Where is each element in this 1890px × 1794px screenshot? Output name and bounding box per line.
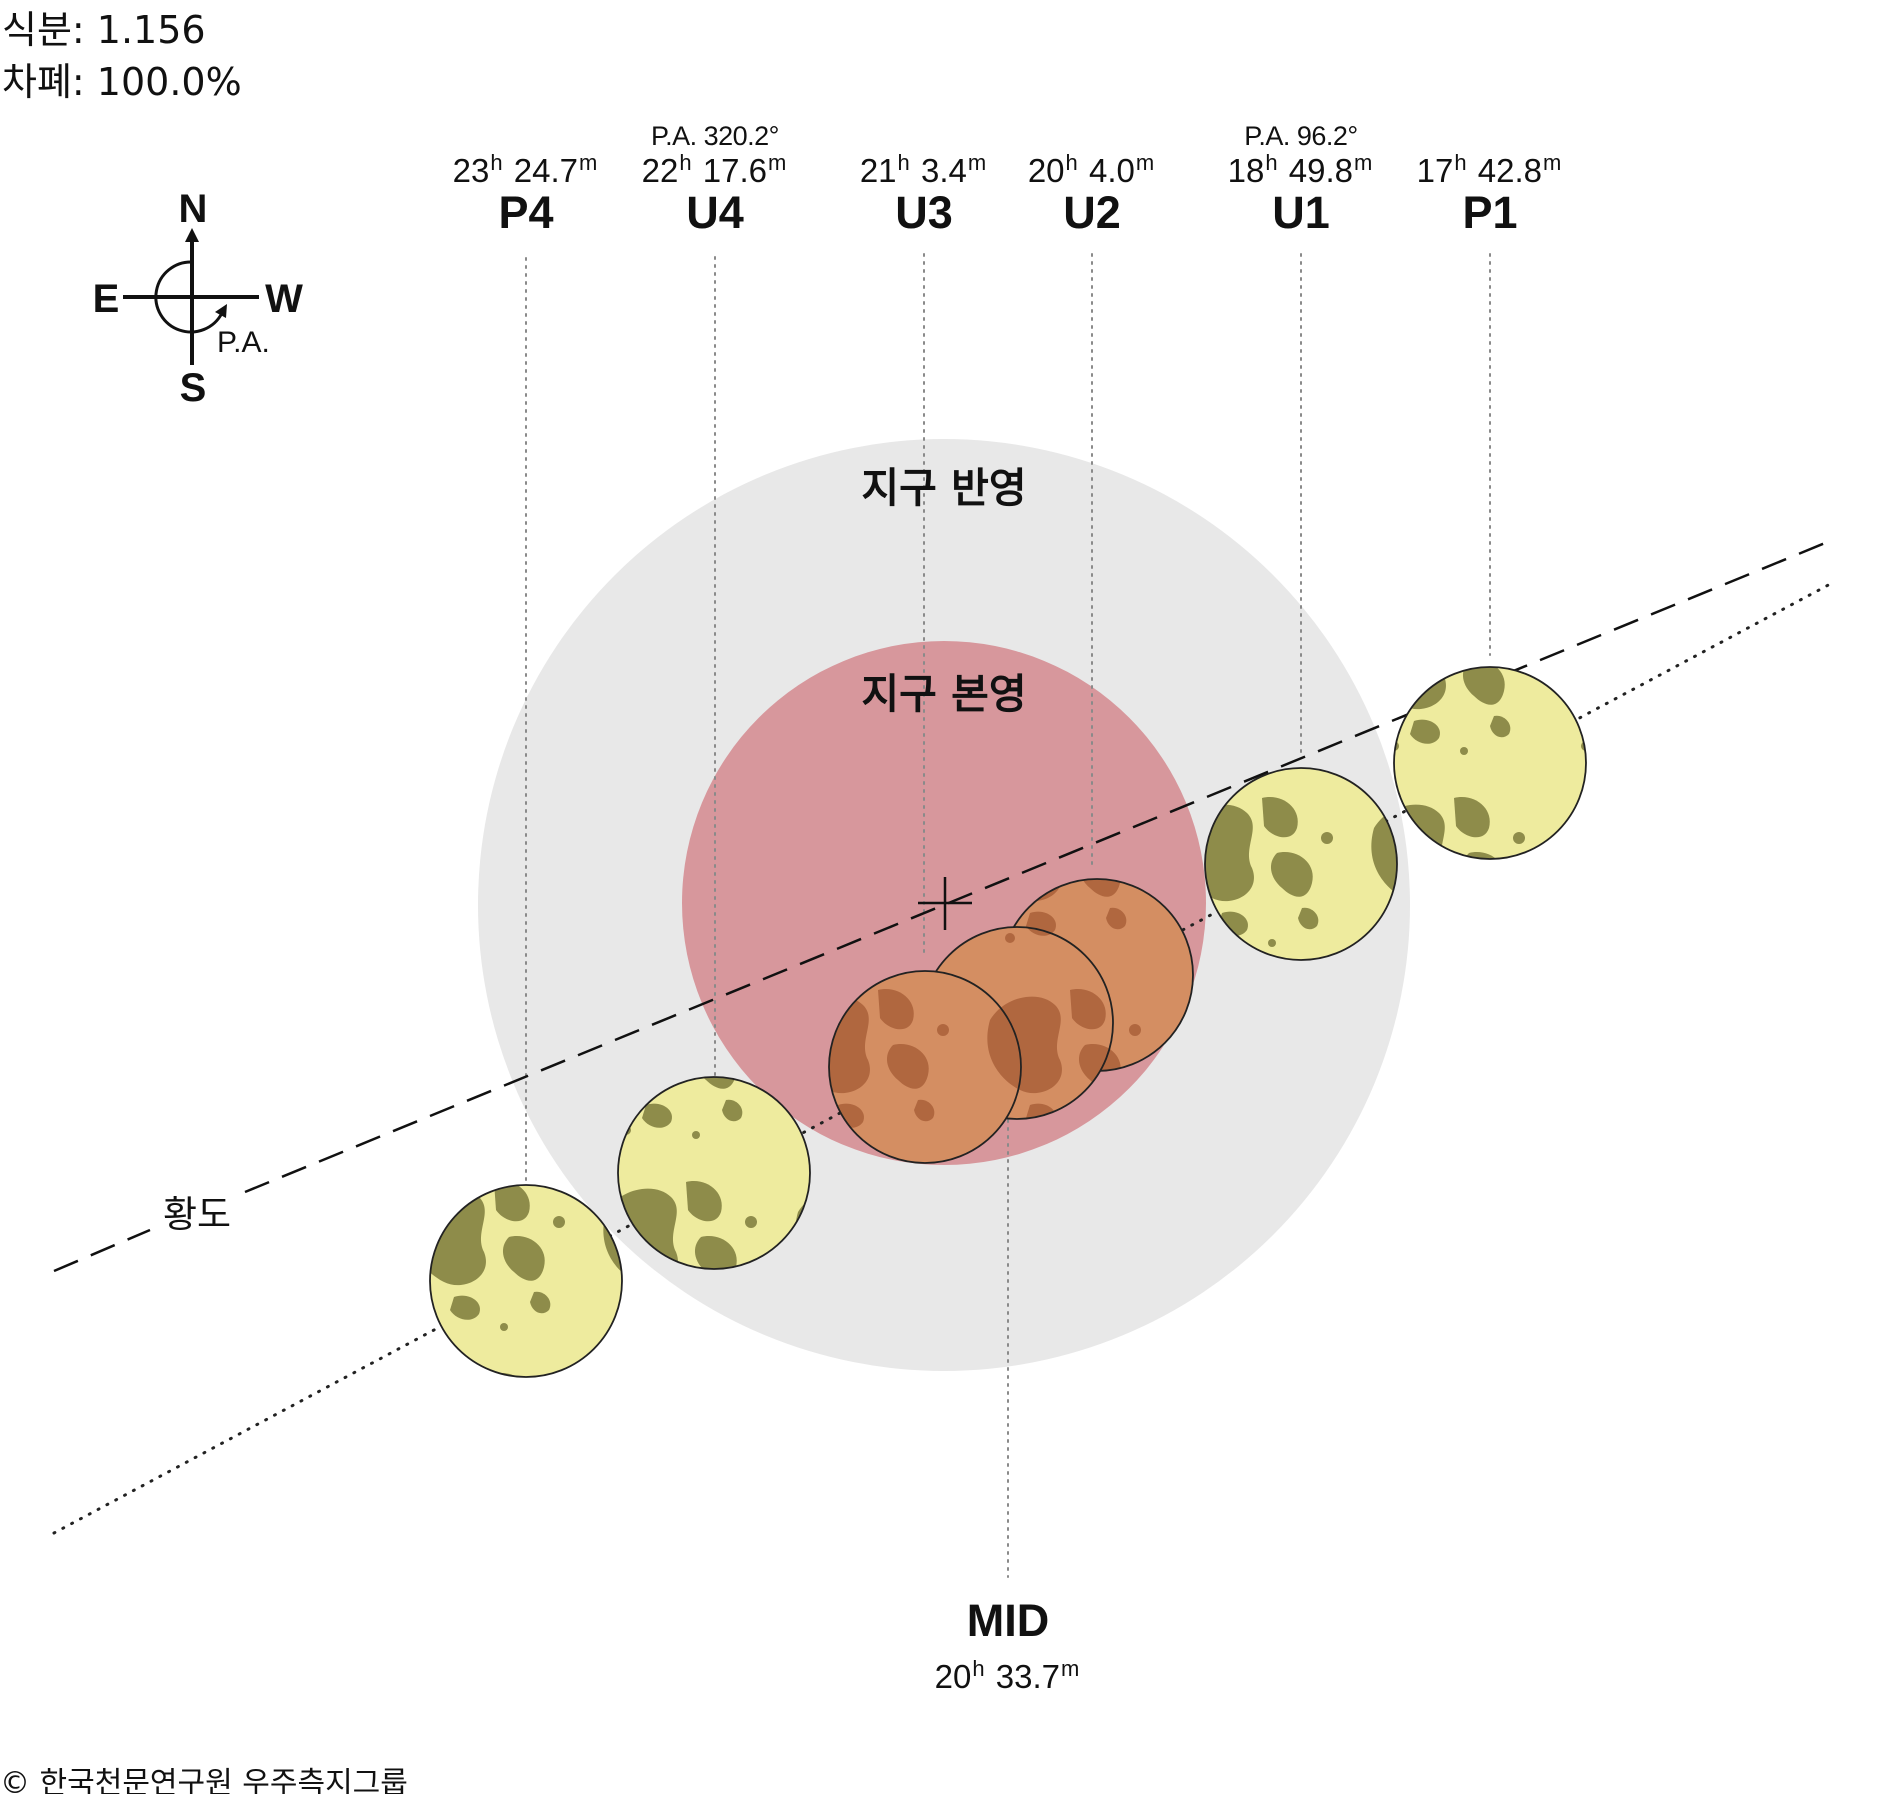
compass-icon (123, 228, 259, 365)
position-angle: P.A. 320.2° (651, 121, 779, 151)
contact-time: 17h 42.8m (1416, 150, 1562, 189)
moon-positions (429, 666, 1587, 1378)
contact-guide-lines (525, 253, 1491, 1578)
moon-u3 (828, 970, 1022, 1164)
contact-code: U2 (1063, 187, 1121, 238)
position-angle: P.A. 96.2° (1244, 121, 1358, 151)
contact-code: U4 (686, 187, 744, 238)
compass-pa-label: P.A. (217, 326, 270, 359)
ecliptic-label: 황도 (162, 1193, 232, 1236)
contact-time: 20h 33.7m (934, 1656, 1080, 1695)
magnitude-text: 식분: 1.156 (2, 8, 206, 52)
shadow-center-cross (918, 877, 972, 930)
contact-label-u1: P.A. 96.2° 18h 49.8m U1 (1228, 120, 1375, 236)
contact-label-p1: 17h 42.8m P1 (1417, 120, 1564, 236)
copyright-text: © 한국천문연구원 우주측지그룹 (0, 1766, 408, 1794)
moon-p1 (1393, 666, 1587, 860)
contact-code: MID (966, 1595, 1050, 1646)
compass-south-label: S (179, 366, 207, 410)
compass-west-label: W (265, 277, 303, 321)
contact-label-u4: P.A. 320.2° 22h 17.6m U4 (642, 120, 789, 236)
ecliptic-line (244, 539, 1831, 1194)
moon-u1 (1204, 767, 1398, 961)
ecliptic-line (53, 1228, 151, 1273)
contact-label-u2: 20h 4.0m U2 (1028, 120, 1156, 236)
contact-label-u3: 21h 3.4m U3 (860, 120, 988, 236)
contact-code: U3 (895, 187, 953, 238)
contact-label-mid: MID 20h 33.7m (935, 1598, 1082, 1696)
contact-code: U1 (1272, 187, 1330, 238)
compass-east-label: E (92, 277, 120, 321)
obscuration-text: 차폐: 100.0% (2, 60, 242, 104)
contact-time: 20h 4.0m (1027, 150, 1155, 189)
umbra-label: 지구 본영 (861, 670, 1027, 718)
moon-u4 (617, 1076, 811, 1270)
contact-time: 22h 17.6m (641, 150, 787, 189)
contact-code: P1 (1462, 187, 1518, 238)
compass-north-label: N (178, 187, 208, 231)
contact-time: 23h 24.7m (452, 150, 598, 189)
contact-time: 21h 3.4m (859, 150, 987, 189)
contact-code: P4 (498, 187, 554, 238)
contact-label-p4: 23h 24.7m P4 (453, 120, 600, 236)
penumbra-label: 지구 반영 (861, 464, 1027, 512)
moon-p4 (429, 1184, 623, 1378)
contact-time: 18h 49.8m (1227, 150, 1373, 189)
